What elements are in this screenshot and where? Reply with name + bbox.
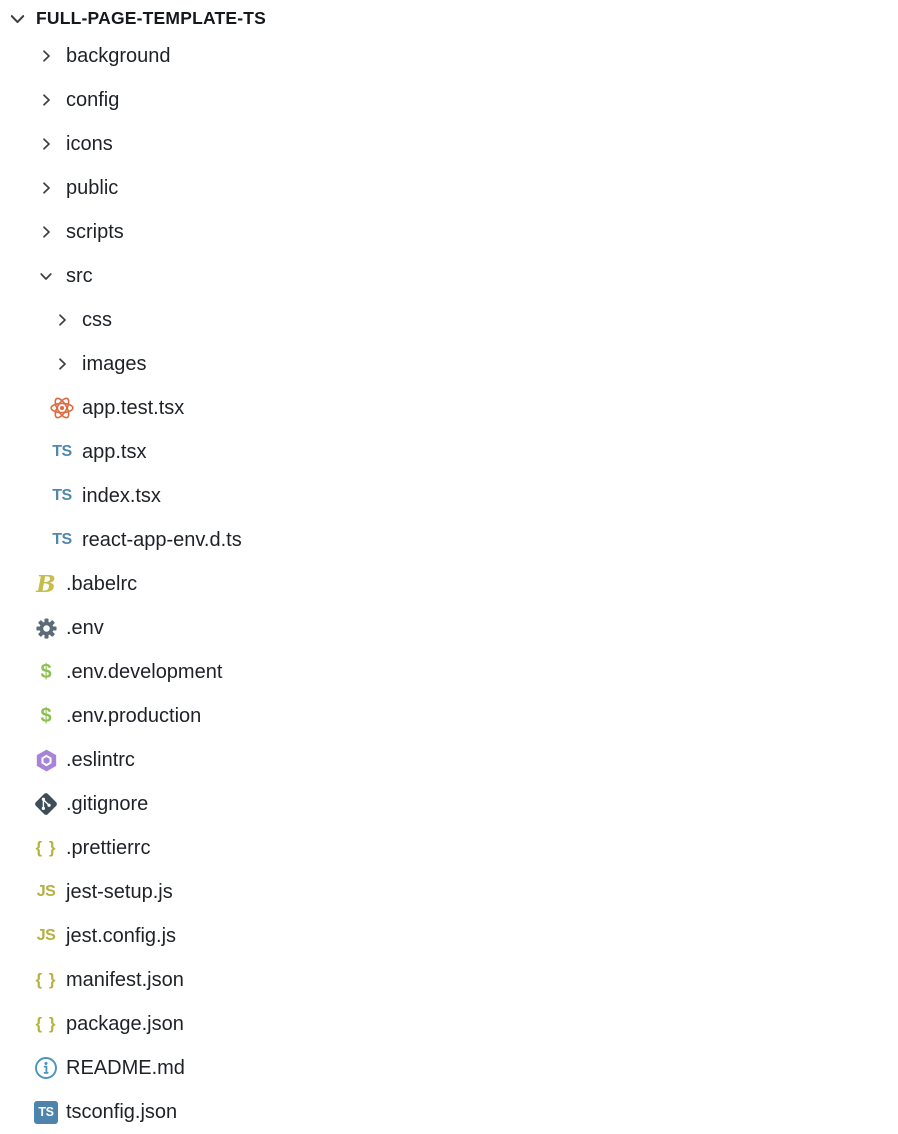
chevron-right-icon[interactable] bbox=[38, 92, 54, 108]
chevron-right-icon[interactable] bbox=[54, 312, 70, 328]
chevron-right-icon[interactable] bbox=[38, 136, 54, 152]
eslint-icon bbox=[34, 748, 59, 773]
chevron-right-icon[interactable] bbox=[38, 180, 54, 196]
folder-label: public bbox=[66, 177, 119, 199]
tree-item-public[interactable]: public bbox=[0, 166, 898, 210]
file-label: .prettierrc bbox=[66, 837, 151, 859]
root-folder-label: FULL-PAGE-TEMPLATE-TS bbox=[36, 7, 267, 28]
folder-label: icons bbox=[66, 133, 113, 155]
braces-icon: { } bbox=[35, 1014, 57, 1033]
javascript-icon: JS bbox=[36, 883, 56, 900]
tree-item-jest-setup-js[interactable]: JS jest-setup.js bbox=[0, 870, 898, 914]
file-label: manifest.json bbox=[66, 969, 184, 991]
tree-item-index-tsx[interactable]: TS index.tsx bbox=[0, 474, 898, 518]
file-label: .babelrc bbox=[66, 573, 138, 595]
gear-icon bbox=[35, 617, 58, 640]
react-icon bbox=[49, 395, 75, 421]
file-label: .gitignore bbox=[66, 793, 149, 815]
tree-item-eslintrc[interactable]: .eslintrc bbox=[0, 738, 898, 782]
file-label: jest-setup.js bbox=[66, 881, 173, 903]
git-icon bbox=[33, 791, 59, 817]
tree-item-prettierrc[interactable]: { } .prettierrc bbox=[0, 826, 898, 870]
typescript-icon: TS bbox=[52, 531, 72, 548]
typescript-icon: TS bbox=[52, 487, 72, 504]
file-label: app.tsx bbox=[82, 441, 147, 463]
chevron-right-icon[interactable] bbox=[54, 356, 70, 372]
tree-item-scripts[interactable]: scripts bbox=[0, 210, 898, 254]
chevron-right-icon[interactable] bbox=[38, 224, 54, 240]
file-label: .eslintrc bbox=[66, 749, 135, 771]
info-icon bbox=[34, 1056, 58, 1080]
tree-item-readme-md[interactable]: README.md bbox=[0, 1046, 898, 1090]
tree-item-app-tsx[interactable]: TS app.tsx bbox=[0, 430, 898, 474]
babel-icon: B bbox=[36, 570, 56, 598]
file-label: tsconfig.json bbox=[66, 1101, 178, 1123]
dollar-icon: $ bbox=[40, 704, 52, 727]
folder-label: css bbox=[82, 309, 112, 331]
tree-item-jest-config-js[interactable]: JS jest.config.js bbox=[0, 914, 898, 958]
tree-item-src[interactable]: src bbox=[0, 254, 898, 298]
file-label: README.md bbox=[66, 1057, 185, 1079]
tree-item-env[interactable]: .env bbox=[0, 606, 898, 650]
javascript-icon: JS bbox=[36, 927, 56, 944]
file-label: .env bbox=[66, 617, 104, 639]
folder-label: images bbox=[82, 353, 147, 375]
file-label: package.json bbox=[66, 1013, 184, 1035]
file-label: react-app-env.d.ts bbox=[82, 529, 242, 551]
tree-item-gitignore[interactable]: .gitignore bbox=[0, 782, 898, 826]
folder-label: background bbox=[66, 45, 171, 67]
tree-item-background[interactable]: background bbox=[0, 34, 898, 78]
tree-item-env-production[interactable]: $ .env.production bbox=[0, 694, 898, 738]
dollar-icon: $ bbox=[40, 660, 52, 683]
folder-label: src bbox=[66, 265, 93, 287]
braces-icon: { } bbox=[35, 838, 57, 857]
braces-icon: { } bbox=[35, 970, 57, 989]
tree-item-babelrc[interactable]: B .babelrc bbox=[0, 562, 898, 606]
tree-item-icons[interactable]: icons bbox=[0, 122, 898, 166]
folder-label: scripts bbox=[66, 221, 124, 243]
chevron-down-icon[interactable] bbox=[38, 268, 54, 284]
tree-item-env-development[interactable]: $ .env.development bbox=[0, 650, 898, 694]
tree-item-package-json[interactable]: { } package.json bbox=[0, 1002, 898, 1046]
file-label: index.tsx bbox=[82, 485, 161, 507]
file-label: .env.development bbox=[66, 661, 223, 683]
tree-item-config[interactable]: config bbox=[0, 78, 898, 122]
tree-root-full-page-template-ts[interactable]: FULL-PAGE-TEMPLATE-TS bbox=[0, 2, 898, 34]
tree-item-images[interactable]: images bbox=[0, 342, 898, 386]
tree-item-css[interactable]: css bbox=[0, 298, 898, 342]
typescript-icon: TS bbox=[52, 443, 72, 460]
tree-item-react-app-env-d-ts[interactable]: TS react-app-env.d.ts bbox=[0, 518, 898, 562]
ts-badge-icon: TS bbox=[34, 1100, 58, 1124]
tree-item-manifest-json[interactable]: { } manifest.json bbox=[0, 958, 898, 1002]
file-label: .env.production bbox=[66, 705, 202, 727]
folder-label: config bbox=[66, 89, 120, 111]
file-label: app.test.tsx bbox=[82, 397, 185, 419]
file-label: jest.config.js bbox=[66, 925, 177, 947]
tree-item-tsconfig-json[interactable]: TS tsconfig.json bbox=[0, 1090, 898, 1134]
chevron-down-icon[interactable] bbox=[8, 9, 27, 28]
tree-item-app-test-tsx[interactable]: app.test.tsx bbox=[0, 386, 898, 430]
chevron-right-icon[interactable] bbox=[38, 48, 54, 64]
